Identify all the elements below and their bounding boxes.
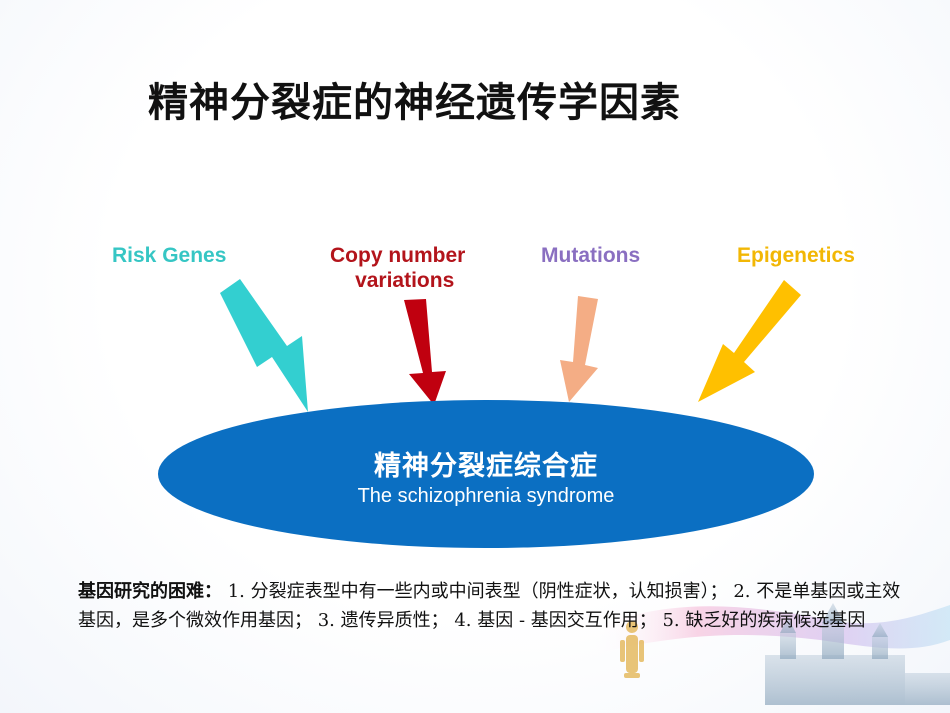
arrow-mutations [560,296,598,402]
factor-risk-genes: Risk Genes [112,244,227,267]
research-difficulties-text: 基因研究的困难： 1. 分裂症表型中有一些内或中间表型（阴性症状，认知损害）； … [78,577,913,635]
factor-copy-number-variations: Copy number variations [330,243,465,293]
castle-skyline [765,603,950,705]
factor-cnv-line1: Copy number [330,244,466,267]
syndrome-ellipse: 精神分裂症综合症 The schizophrenia syndrome [158,400,814,548]
factor-cnv-line2: variations [355,269,455,292]
slide-title: 精神分裂症的神经遗传学因素 [148,80,681,126]
factor-mutations: Mutations [541,244,641,267]
research-difficulties-body: 1. 分裂症表型中有一些内或中间表型（阴性症状，认知损害）； 2. 不是单基因或… [78,581,901,631]
arrow-risk-genes [220,279,308,412]
research-difficulties-label: 基因研究的困难： [78,581,222,602]
statue-figure [620,621,644,678]
syndrome-title-zh: 精神分裂症综合症 [374,451,598,482]
arrow-epigenetics [698,280,801,402]
arrow-copy-number [404,299,446,405]
decorative-background-image [590,603,950,705]
syndrome-ellipse-shape [158,400,814,548]
factor-epigenetics: Epigenetics [737,244,855,267]
syndrome-title-en: The schizophrenia syndrome [357,485,615,507]
